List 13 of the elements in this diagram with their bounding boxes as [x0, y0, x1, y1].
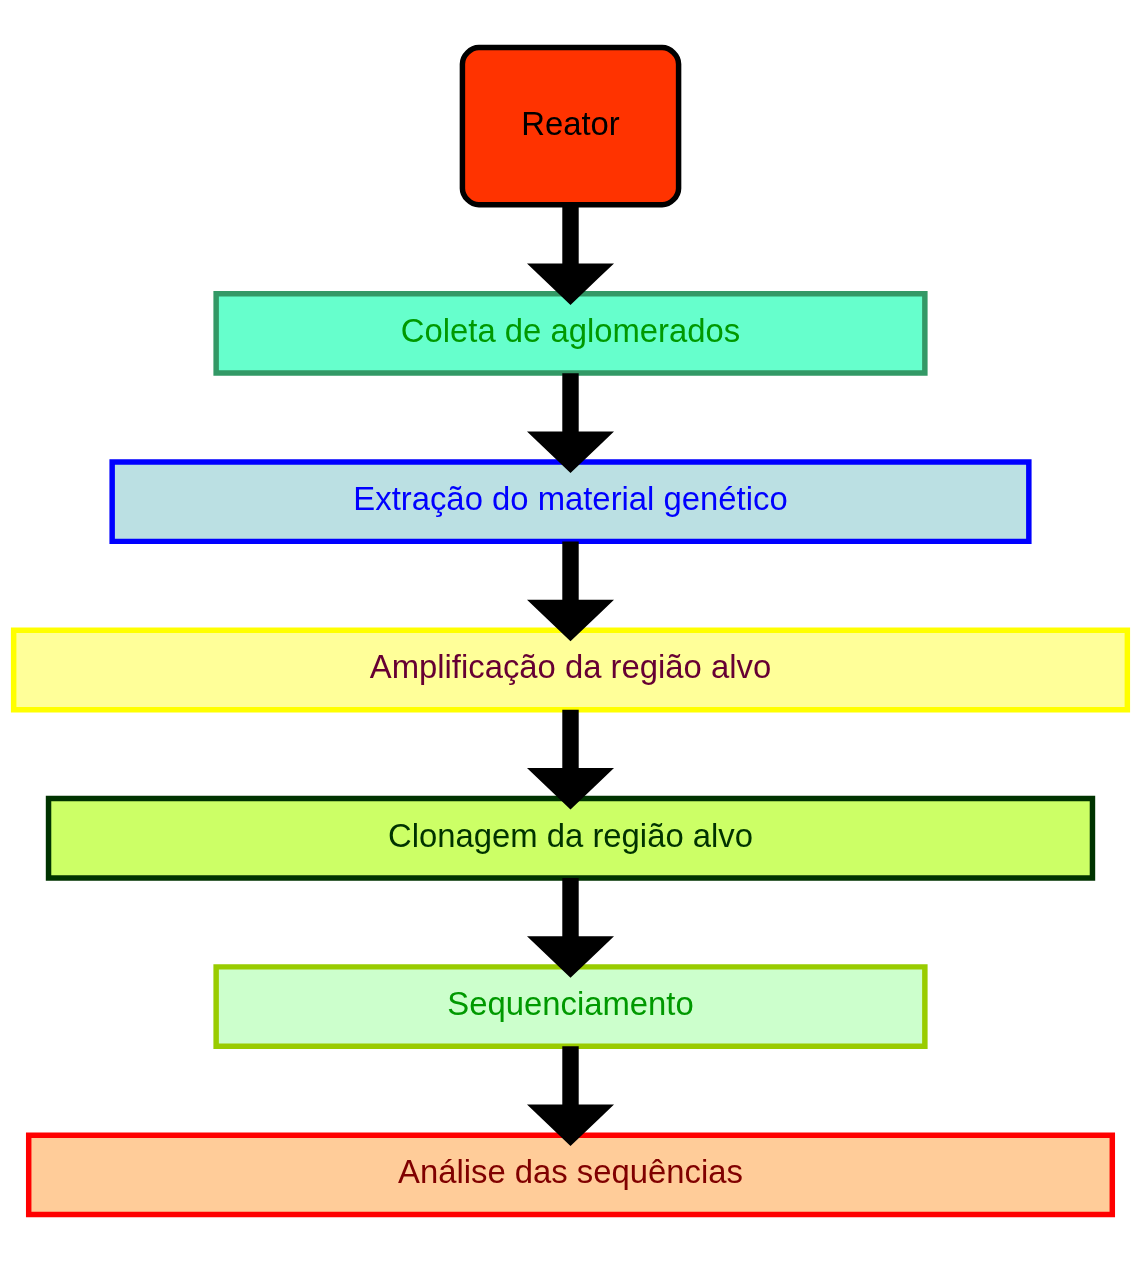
arrow	[527, 373, 614, 473]
node-box: Amplificação da região alvo	[10, 627, 1131, 713]
node-box: Coleta de aglomerados	[213, 291, 928, 376]
node-box: Extração do material genético	[109, 459, 1032, 545]
arrow	[527, 1046, 614, 1147]
arrow	[527, 709, 614, 810]
node-box: Análise das sequências	[25, 1132, 1116, 1218]
node-box: Clonagem da região alvo	[45, 795, 1096, 881]
arrow	[527, 204, 614, 305]
node-box: Sequenciamento	[213, 964, 928, 1049]
arrow	[527, 878, 614, 978]
arrow	[527, 541, 614, 642]
node-box: Reator	[459, 44, 682, 208]
